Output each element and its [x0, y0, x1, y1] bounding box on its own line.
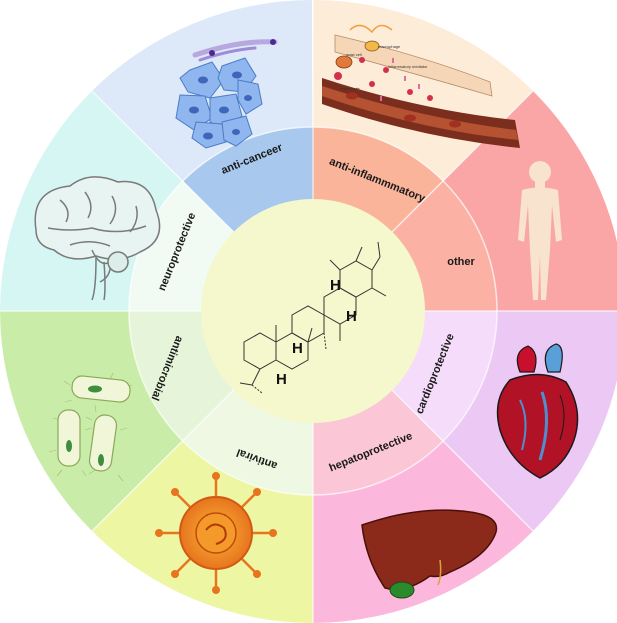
center-circle [201, 199, 425, 423]
label-other: other [447, 256, 475, 268]
virus-icon [155, 472, 277, 594]
label-macrophage: macrophage [378, 44, 401, 49]
hydrogen-label-3: H [292, 340, 303, 357]
hydrogen-label-4: H [276, 371, 287, 388]
hydrogen-label-2: H [346, 308, 357, 325]
label-inflammatory-mediator: inflammatory mediator [388, 64, 428, 69]
label-mast-cell: mast cell [346, 52, 362, 57]
label-erythrocyte: erythrocyte [340, 86, 361, 91]
hydrogen-label-1: H [330, 277, 341, 294]
